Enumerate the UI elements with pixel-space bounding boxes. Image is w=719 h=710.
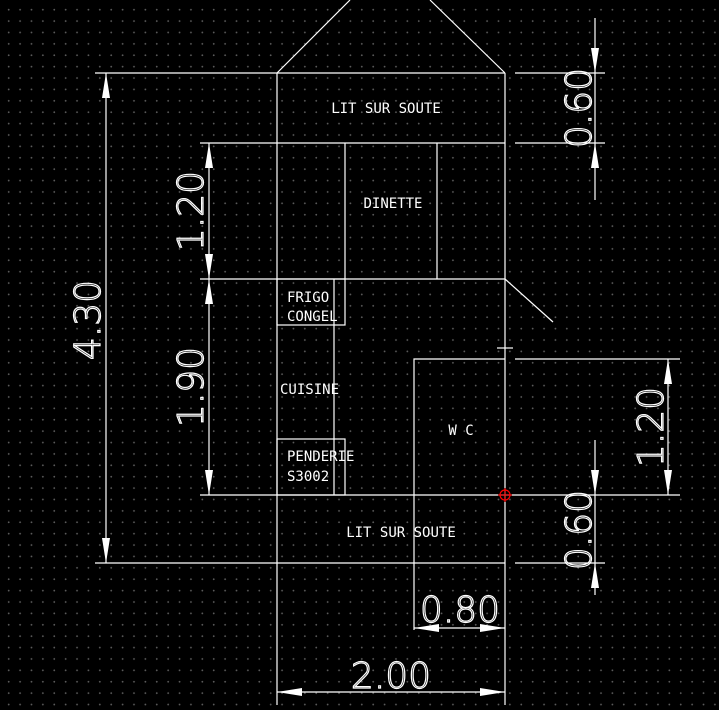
dim-top-bed: 0.60 xyxy=(559,68,600,148)
dim-total-length: 4.30 xyxy=(68,280,109,360)
room-label-lit-top: LIT SUR SOUTE xyxy=(331,101,441,117)
dimension-lines xyxy=(102,18,672,696)
room-label-lit-bottom: LIT SUR SOUTE xyxy=(346,525,456,541)
room-label-wc: W C xyxy=(448,423,473,439)
room-label-cuisine: CUISINE xyxy=(280,382,339,398)
dim-kitchen-length: 1.90 xyxy=(171,347,212,427)
dim-total-width: 2.00 xyxy=(351,656,431,697)
dim-dinette-length: 1.20 xyxy=(171,171,212,251)
room-label-congel: CONGEL xyxy=(287,309,338,325)
dim-bottom-bed: 0.60 xyxy=(559,490,600,570)
walls xyxy=(95,0,680,705)
dim-wc-width: 0.80 xyxy=(420,590,500,631)
room-label-penderie: PENDERIE xyxy=(287,449,354,465)
room-label-frigo: FRIGO xyxy=(287,290,329,306)
dim-wc-length: 1.20 xyxy=(631,387,672,467)
room-label-dinette: DINETTE xyxy=(363,196,422,212)
room-label-s3002: S3002 xyxy=(287,469,329,485)
